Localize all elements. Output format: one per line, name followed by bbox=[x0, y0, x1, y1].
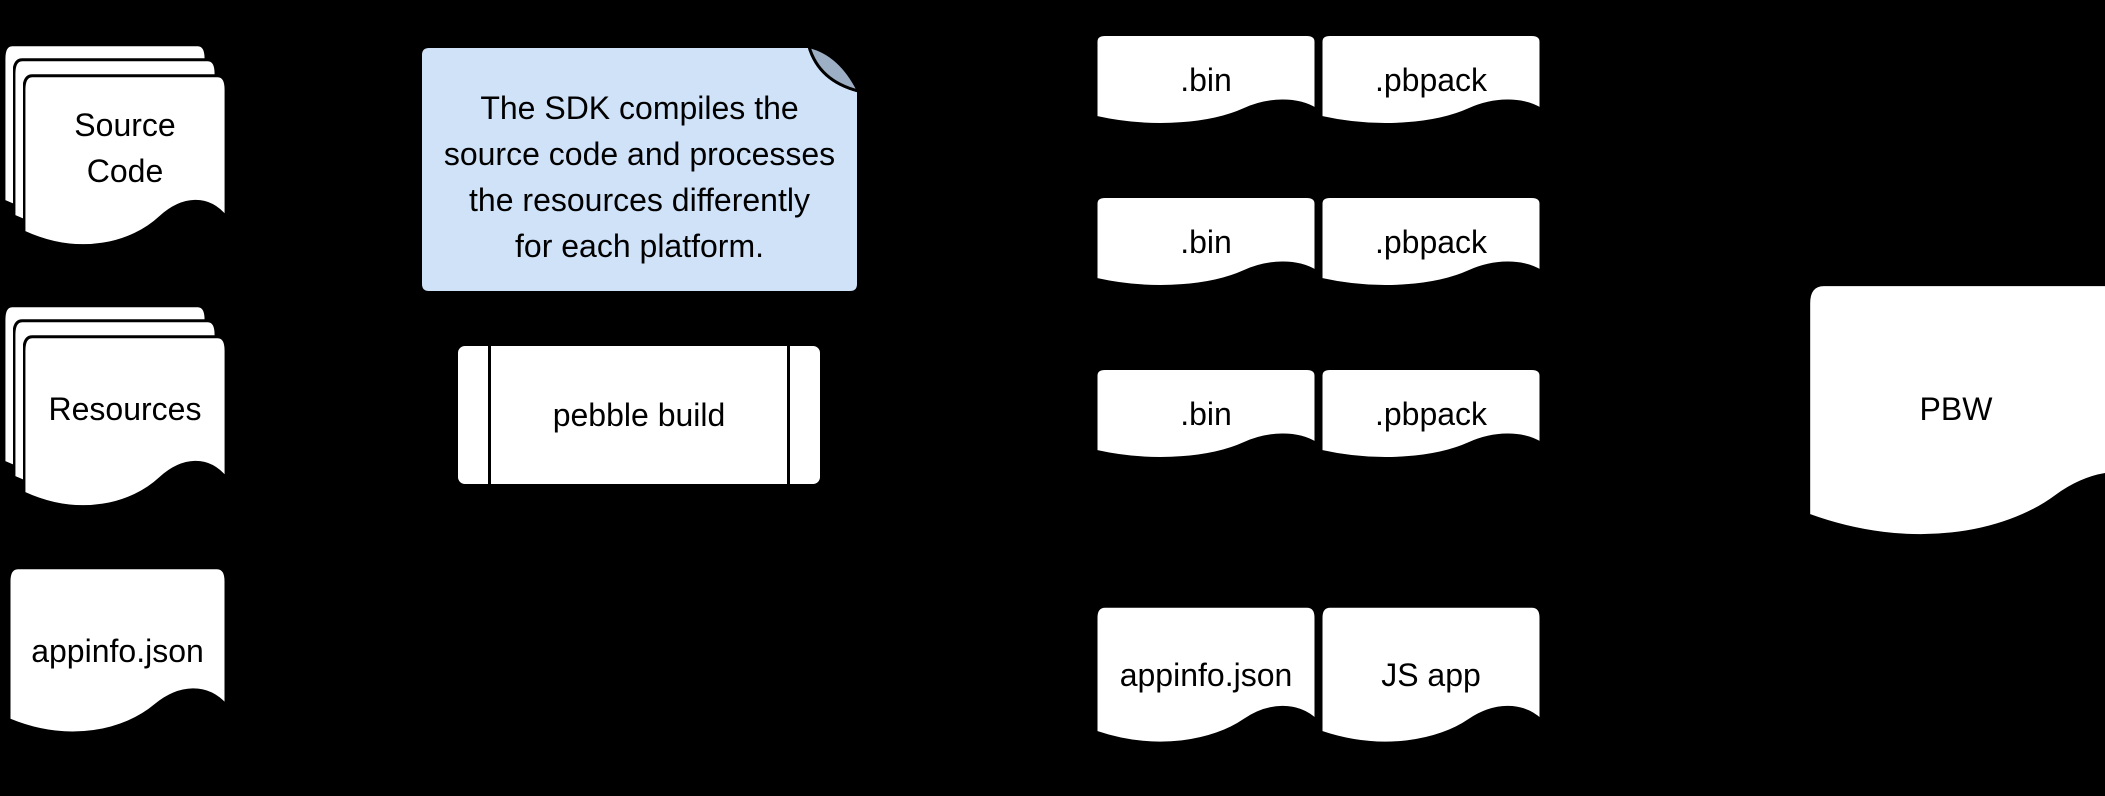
output-pbpack-doc-2: .pbpack bbox=[1320, 195, 1542, 293]
document-page-icon bbox=[1320, 33, 1542, 131]
pbw-doc: PBW bbox=[1807, 282, 2105, 550]
output-appinfo-doc: appinfo.json bbox=[1095, 604, 1317, 753]
output-bin-label: .bin bbox=[1180, 223, 1232, 260]
output-pbpack-label: .pbpack bbox=[1374, 61, 1488, 98]
sdk-note: The SDK compiles the source code and pro… bbox=[419, 45, 860, 294]
document-page-icon bbox=[1320, 195, 1542, 293]
output-appinfo-label: appinfo.json bbox=[1119, 656, 1293, 693]
resources-label: Resources bbox=[48, 391, 202, 427]
document-page-icon bbox=[8, 565, 227, 745]
document-page-icon bbox=[1807, 282, 2105, 550]
document-page-icon bbox=[23, 73, 227, 258]
output-pbpack-doc-3: .pbpack bbox=[1320, 367, 1542, 465]
pebble-build-label: pebble build bbox=[552, 396, 726, 433]
pbw-label: PBW bbox=[1919, 391, 1993, 428]
output-bin-doc-3: .bin bbox=[1095, 367, 1317, 465]
output-pbpack-label: .pbpack bbox=[1374, 223, 1488, 260]
source-code-label: Source Code bbox=[74, 107, 176, 189]
document-page-icon bbox=[1095, 604, 1317, 753]
source-code-stack: Source Code bbox=[3, 42, 227, 258]
output-jsapp-label: JS app bbox=[1381, 656, 1481, 693]
document-page-icon bbox=[1095, 367, 1317, 465]
output-pbpack-label: .pbpack bbox=[1374, 395, 1488, 432]
output-bin-label: .bin bbox=[1180, 395, 1232, 432]
document-page-icon bbox=[1095, 195, 1317, 293]
document-page-icon bbox=[1095, 33, 1317, 131]
output-jsapp-doc: JS app bbox=[1320, 604, 1542, 753]
subroutine-bar-right bbox=[787, 346, 790, 484]
folded-corner-icon bbox=[809, 47, 859, 92]
pebble-build-process: pebble build bbox=[455, 343, 823, 487]
document-page-icon bbox=[1320, 604, 1542, 753]
output-bin-doc-2: .bin bbox=[1095, 195, 1317, 293]
note-icon bbox=[419, 45, 860, 294]
appinfo-json-input-doc: appinfo.json bbox=[8, 565, 227, 745]
output-pbpack-doc-1: .pbpack bbox=[1320, 33, 1542, 131]
output-bin-label: .bin bbox=[1180, 61, 1232, 98]
sdk-note-text: The SDK compiles the source code and pro… bbox=[443, 90, 836, 264]
subroutine-bar-left bbox=[488, 346, 491, 484]
document-page-icon bbox=[23, 334, 227, 519]
appinfo-json-input-label: appinfo.json bbox=[31, 632, 204, 669]
document-page-icon bbox=[1320, 367, 1542, 465]
resources-stack: Resources bbox=[3, 303, 227, 519]
output-bin-doc-1: .bin bbox=[1095, 33, 1317, 131]
